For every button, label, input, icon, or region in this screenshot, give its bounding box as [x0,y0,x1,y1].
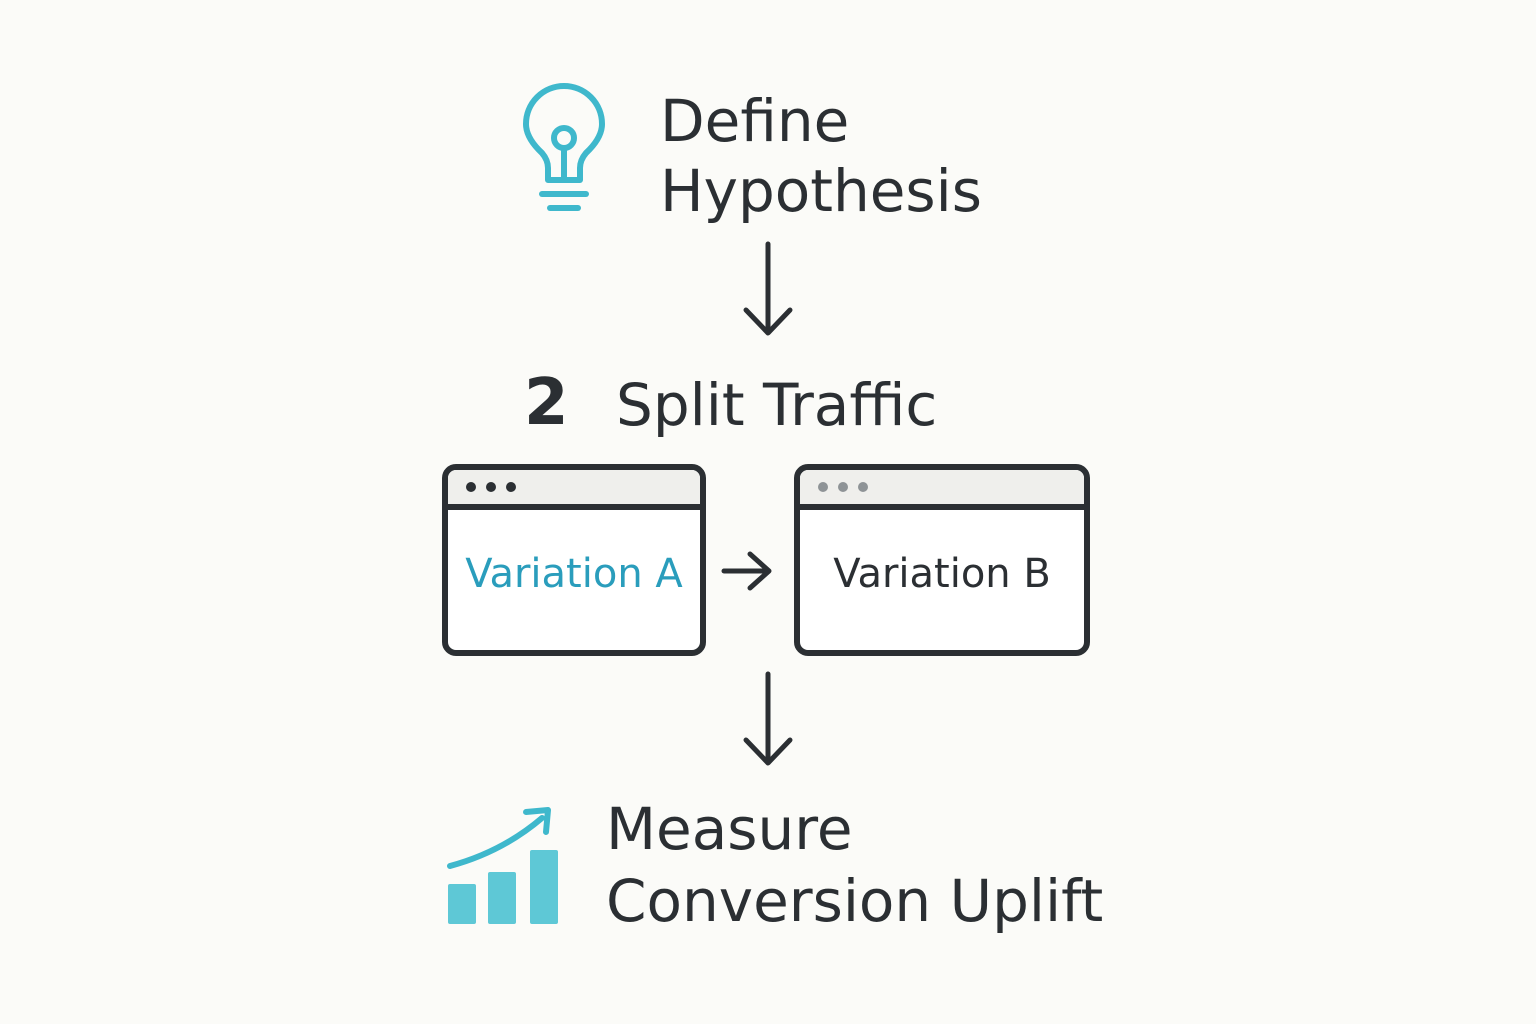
variation-b-window: Variation B [794,464,1090,656]
step-split-traffic: 2 Split Traffic [520,368,980,444]
window-dot-icon [486,482,496,492]
step-2-title: Split Traffic [616,371,938,439]
step-3-title-line-1: Measure [606,795,853,863]
step-3-title-line-2: Conversion Uplift [606,867,1104,935]
arrow-down-icon [743,241,793,336]
window-dot-icon [818,482,828,492]
step-measure-conversion-uplift: Measure Conversion Uplift [440,790,1120,940]
variation-b-label: Variation B [833,551,1051,597]
step-1-title-line-1: Define [660,87,850,155]
window-dot-icon [466,482,476,492]
arrow-down-icon [743,671,793,766]
variation-a-label: Variation A [465,551,683,597]
step-define-hypothesis: Define Hypothesis [500,70,1020,240]
arrow-right-icon [721,551,772,591]
step-1-title-line-2: Hypothesis [660,157,982,225]
browser-title-bar [448,470,700,510]
window-dot-icon [506,482,516,492]
window-dot-icon [858,482,868,492]
window-dot-icon [838,482,848,492]
variation-a-window: Variation A [442,464,706,656]
lightbulb-icon [523,83,605,211]
step-2-number: 2 [524,366,569,440]
browser-title-bar [800,470,1084,510]
growth-bar-chart-icon [447,807,558,924]
